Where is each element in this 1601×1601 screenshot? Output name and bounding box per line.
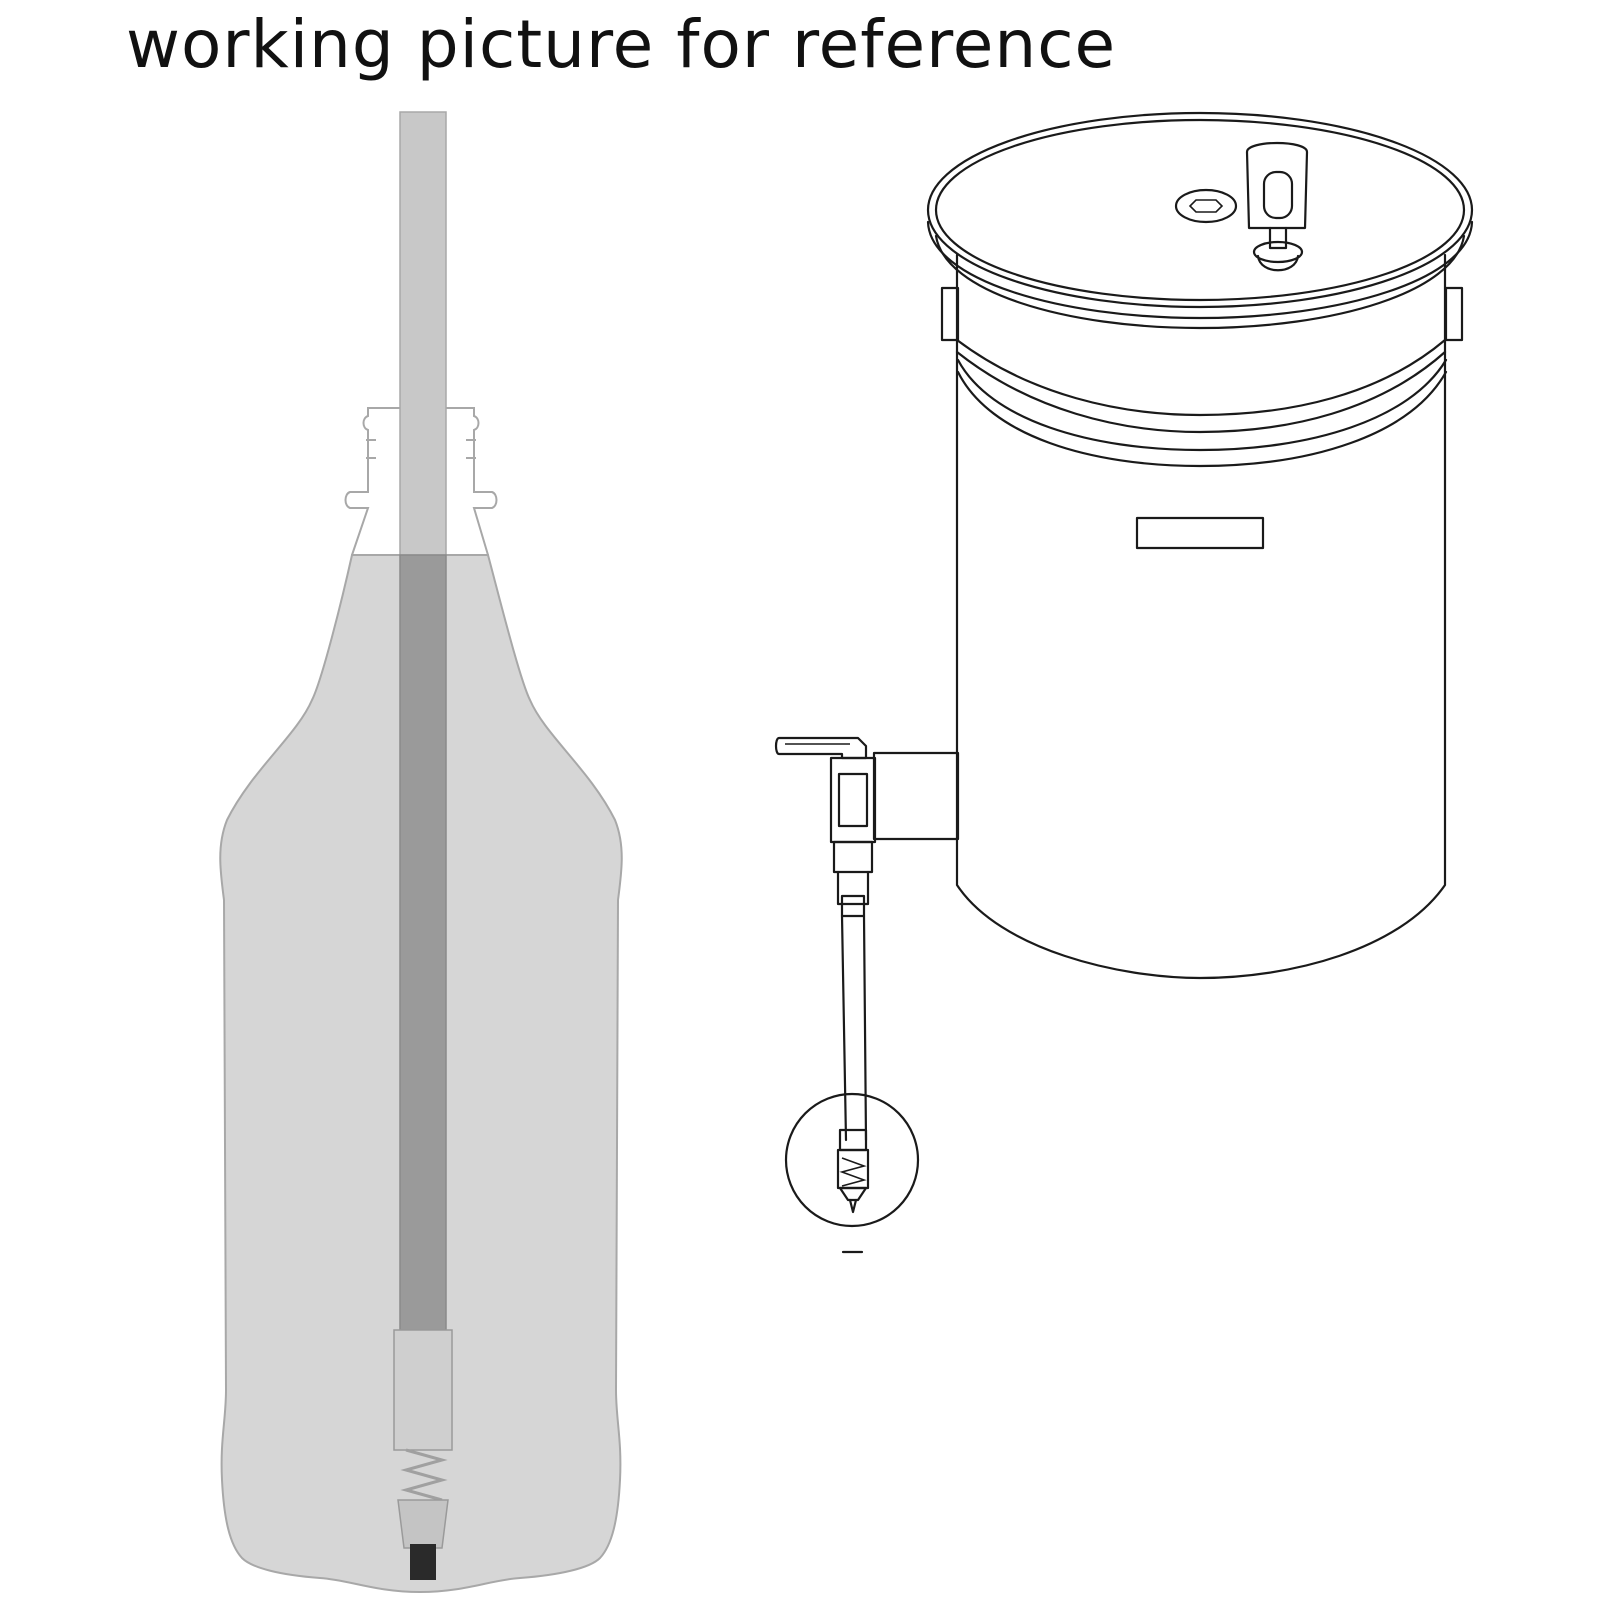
wand-tube-upper xyxy=(399,111,447,556)
bucket-lid xyxy=(926,111,1474,330)
wand-tip-cone xyxy=(397,1499,449,1549)
magnifier-circle-icon xyxy=(784,1092,920,1254)
figure-caption: working picture for reference xyxy=(126,6,1117,83)
wand-tip-black xyxy=(410,1544,436,1580)
wand-tube-lower xyxy=(399,554,447,1331)
transfer-tube xyxy=(840,914,868,1142)
spigot-icon xyxy=(774,736,960,918)
wand-valve-housing xyxy=(393,1329,453,1451)
wand-spring xyxy=(400,1448,448,1502)
bucket-icon xyxy=(940,253,1464,980)
bottling-wand-icon xyxy=(393,111,453,1580)
airlock-icon xyxy=(1245,141,1309,272)
